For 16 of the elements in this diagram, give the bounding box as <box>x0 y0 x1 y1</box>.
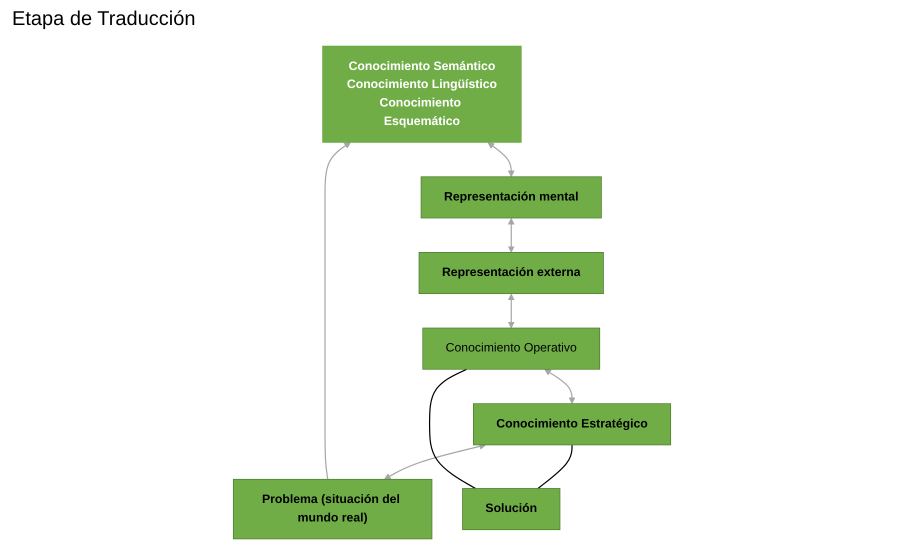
node-box: Representación mental <box>420 176 602 218</box>
node-box: Conocimiento Operativo <box>422 328 600 370</box>
arrow <box>488 142 515 178</box>
node-box: Representación externa <box>418 252 604 294</box>
arrow <box>384 443 486 480</box>
node-box: Solución <box>462 488 560 530</box>
arrow <box>508 218 515 253</box>
node-box: Conocimiento Estratégico <box>473 403 672 446</box>
connector <box>538 444 573 489</box>
stage-caption: Etapa de Traducción <box>12 8 196 31</box>
connector <box>428 368 476 489</box>
node-box: Problema (situación del mundo real) <box>232 478 432 540</box>
arrow <box>324 142 351 480</box>
arrow <box>544 369 576 404</box>
arrow <box>508 294 515 328</box>
node-box: Conocimiento Semántico Conocimiento Lingüístico Conocimiento Esquemático <box>322 46 522 143</box>
